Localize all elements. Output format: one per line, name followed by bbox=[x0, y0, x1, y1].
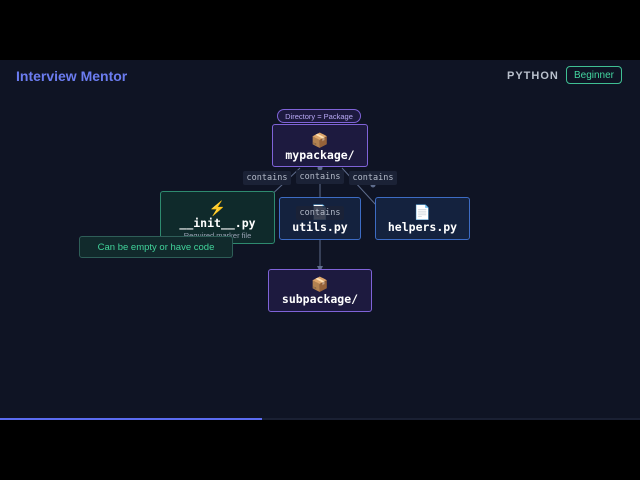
file-icon: 📄 bbox=[413, 204, 432, 220]
package-icon: 📦 bbox=[311, 132, 329, 148]
edge-label-sub: contains bbox=[296, 206, 344, 220]
edge-label-utils: contains bbox=[296, 170, 344, 184]
brand-title: Interview Mentor bbox=[16, 68, 128, 84]
node-label: mypackage/ bbox=[285, 148, 355, 162]
progress-fill bbox=[0, 418, 263, 420]
node-label: helpers.py bbox=[387, 220, 458, 234]
node-subpackage[interactable]: 📦 subpackage/ bbox=[268, 269, 372, 312]
init-tooltip: Can be empty or have code bbox=[79, 236, 233, 258]
node-label: utils.py bbox=[292, 220, 348, 234]
lightning-icon: ⚡ bbox=[208, 200, 227, 216]
node-helpers-py[interactable]: 📄 helpers.py bbox=[375, 197, 470, 240]
language-label: PYTHON bbox=[507, 70, 559, 82]
node-label: __init__.py bbox=[179, 216, 256, 230]
package-tag: Directory = Package bbox=[277, 109, 361, 123]
edge-label-init: contains bbox=[243, 171, 291, 185]
level-badge: Beginner bbox=[566, 66, 622, 84]
node-note: Required marker file bbox=[184, 231, 252, 240]
lesson-stage: Interview Mentor PYTHON Beginner Directo… bbox=[0, 60, 640, 420]
node-mypackage[interactable]: 📦 mypackage/ bbox=[272, 124, 368, 167]
edge-label-helpers: contains bbox=[349, 171, 397, 185]
progress-bar bbox=[0, 418, 640, 420]
package-icon: 📦 bbox=[311, 276, 329, 292]
node-label: subpackage/ bbox=[281, 292, 359, 306]
